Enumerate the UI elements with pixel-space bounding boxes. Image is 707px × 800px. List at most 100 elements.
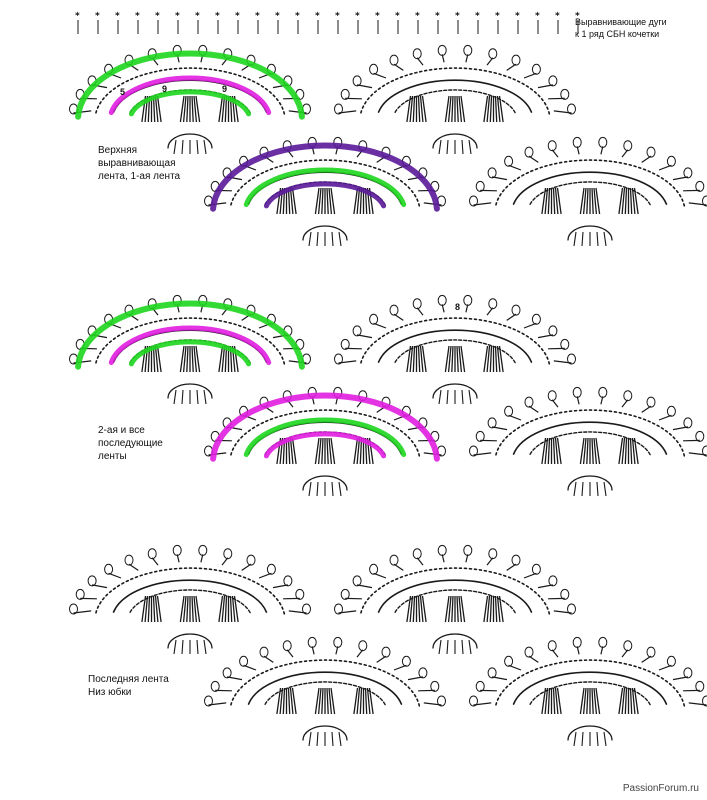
fan-stitch: [498, 595, 504, 623]
picot-loop: [418, 667, 428, 679]
fan-stitch: [595, 437, 601, 465]
chain-stitch: [151, 557, 159, 566]
fan-stitch: [489, 95, 493, 123]
chain-stitch: [128, 563, 139, 571]
picot-loop: [567, 603, 576, 615]
chain-stitch: [376, 655, 387, 663]
chain-stitch: [553, 610, 572, 614]
chain-stitch: [641, 655, 652, 663]
pendant-arc: [167, 133, 213, 149]
fan-stitch: [544, 437, 549, 465]
pendant-arc: [302, 475, 348, 491]
chain-stitch: [465, 554, 469, 563]
fan-stitch: [582, 187, 587, 215]
fan-stitch: [186, 595, 189, 623]
top-stitch-mark: ⁎: [575, 8, 580, 18]
fan-stitch: [586, 437, 589, 465]
picot-loop: [560, 588, 570, 600]
picot-loop: [369, 313, 379, 325]
fan-stitch: [496, 95, 501, 123]
fan-stitch: [541, 187, 547, 215]
picot-loop: [572, 386, 582, 398]
top-stitch-mark: ⁎: [175, 8, 180, 18]
inner-arc: [264, 681, 386, 706]
chain-stitch: [688, 202, 707, 206]
inner-arc: [529, 431, 651, 456]
fan-stitch: [152, 345, 156, 373]
chain-stitch: [473, 202, 492, 206]
fan-stitch: [412, 95, 416, 123]
top-stitch-mark: ⁎: [115, 8, 120, 18]
chain-stitch: [491, 676, 508, 681]
top-stitch-mark: ⁎: [355, 8, 360, 18]
fan-stitch: [618, 437, 624, 465]
fan-stitch: [421, 345, 427, 373]
highlight-core: [128, 339, 252, 367]
highlight-inner: [108, 325, 272, 365]
chain-stitch: [508, 664, 522, 671]
fan-stitch: [353, 687, 359, 715]
fan-stitch: [218, 595, 224, 623]
picot-loop: [437, 294, 447, 306]
watermark: PassionForum.ru: [622, 783, 699, 794]
chain-stitch: [491, 426, 508, 431]
chain-stitch: [258, 572, 272, 579]
pendant-stitch: [461, 389, 464, 405]
picot-loop: [475, 680, 485, 692]
fan-stitch: [417, 95, 421, 123]
picot-loop: [369, 63, 379, 75]
fan-stitch: [419, 95, 424, 123]
picot-loop: [358, 640, 368, 652]
pendant-arc: [302, 225, 348, 241]
picot-loop: [223, 548, 233, 560]
fan-stitch: [317, 187, 322, 215]
fan-stitch: [409, 95, 414, 123]
fan-stitch: [191, 95, 194, 123]
highlight-core: [128, 89, 252, 117]
fan-stitch: [494, 345, 498, 373]
fan-stitch: [621, 187, 626, 215]
fan-stitch: [359, 437, 363, 465]
chain-stitch: [243, 664, 257, 671]
picot-loop: [352, 575, 362, 587]
pendant-stitch: [446, 389, 449, 405]
pendant-arc: [567, 225, 613, 241]
picot-loop: [598, 636, 608, 648]
chain-stitch: [528, 405, 539, 413]
fan-stitch: [314, 687, 320, 715]
picot-loop: [430, 680, 440, 692]
top-stitch-mark: ⁎: [215, 8, 220, 18]
color-highlight: [75, 300, 305, 370]
highlight-core: [263, 181, 387, 209]
picot-loop: [333, 636, 343, 648]
picot-loop: [666, 655, 676, 667]
chain-arc: [359, 317, 551, 365]
fan-stitch: [156, 95, 162, 123]
fan-stitch: [554, 437, 559, 465]
chain-stitch: [641, 405, 652, 413]
fan-stitch: [154, 345, 159, 373]
fan-stitch: [406, 95, 412, 123]
fan-stitch: [321, 687, 324, 715]
chain-stitch: [508, 164, 522, 171]
chain-stitch: [423, 702, 442, 706]
fan-stitch: [353, 187, 359, 215]
pendant-stitch: [468, 639, 472, 655]
chain-stitch: [641, 155, 652, 163]
picot-loop: [531, 563, 541, 575]
crochet-motif: [469, 136, 707, 247]
picot-loop: [463, 544, 473, 556]
chain-stitch: [621, 649, 629, 658]
fan-stitch: [147, 595, 151, 623]
fan-stitch: [179, 345, 185, 373]
fan-stitch: [419, 345, 424, 373]
fan-stitch: [631, 187, 636, 215]
chain-stitch: [528, 155, 539, 163]
pendant-stitch: [581, 731, 584, 747]
chain-stitch: [338, 360, 357, 364]
fan-stitch: [494, 95, 498, 123]
fan-stitch: [556, 437, 562, 465]
chain-stitch: [441, 54, 445, 63]
fan-stitch: [633, 437, 639, 465]
picot-loop: [487, 167, 497, 179]
